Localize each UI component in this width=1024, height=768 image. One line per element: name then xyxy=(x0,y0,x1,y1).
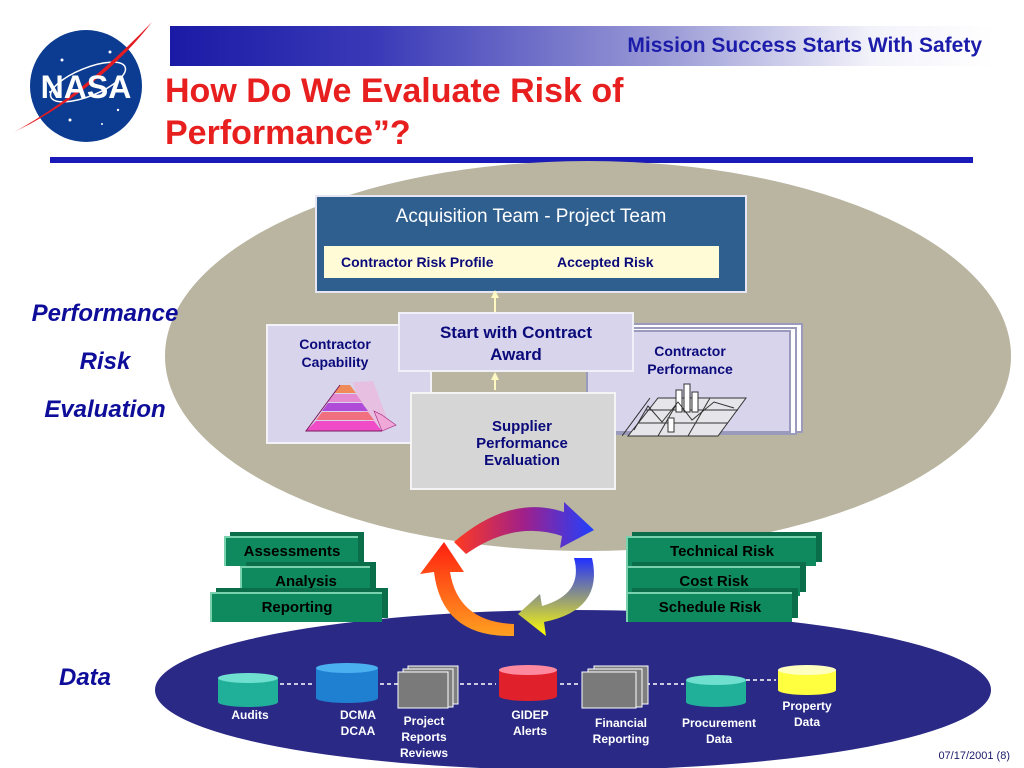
connector-arrows xyxy=(491,290,499,390)
svg-text:NASA: NASA xyxy=(41,69,132,105)
project-reports-doc-icon xyxy=(397,665,459,709)
start-title: Start with Contract Award xyxy=(439,323,593,364)
accepted-risk-label: Accepted Risk xyxy=(557,254,654,270)
title-divider xyxy=(50,157,973,163)
financial-reporting-doc-icon xyxy=(581,665,649,709)
page-title: How Do We Evaluate Risk of Performance”? xyxy=(165,70,805,154)
risk-profile-strip: Contractor Risk Profile Accepted Risk xyxy=(324,246,719,278)
tab-assessments: Assessments xyxy=(224,536,358,566)
performance-title: Contractor Performance xyxy=(647,343,733,377)
data-connectors xyxy=(280,679,776,685)
dcma-db-icon xyxy=(316,663,378,703)
audits-label: Audits xyxy=(231,708,269,722)
header-bar xyxy=(170,26,994,66)
financial-reporting-label: Financial Reporting xyxy=(592,716,650,746)
acquisition-team-box: Acquisition Team - Project Team Contract… xyxy=(315,195,747,293)
supplier-title: Supplier Performance Evaluation xyxy=(476,418,568,469)
property-db-icon xyxy=(778,665,836,695)
gidep-label: GIDEP Alerts xyxy=(511,708,549,738)
label-evaluation: Evaluation xyxy=(44,396,166,423)
pyramid-icon xyxy=(305,381,397,432)
gidep-db-icon xyxy=(499,665,557,701)
tab-analysis: Analysis xyxy=(240,566,370,596)
label-performance: Performance xyxy=(31,300,179,327)
cycle-arrows-icon xyxy=(420,502,594,637)
tab-schedule-risk: Schedule Risk xyxy=(626,592,792,622)
footer-date: 07/17/2001 (8) xyxy=(938,750,1010,762)
performance-chart-icon xyxy=(622,383,747,437)
tab-cost-risk: Cost Risk xyxy=(626,566,800,596)
nasa-logo-icon: NASA xyxy=(14,22,152,142)
start-contract-award-box: Start with Contract Award xyxy=(398,312,634,372)
procurement-db-icon xyxy=(686,675,746,707)
title-line-1: How Do We Evaluate Risk of xyxy=(165,72,624,110)
supplier-evaluation-box: Supplier Performance Evaluation xyxy=(410,392,616,490)
label-risk: Risk xyxy=(79,348,131,375)
audits-db-icon xyxy=(218,673,278,707)
capability-title: Contractor Capability xyxy=(299,336,371,370)
acquisition-team-title: Acquisition Team - Project Team xyxy=(395,206,667,227)
dcma-label: DCMA DCAA xyxy=(340,708,376,738)
data-ellipse xyxy=(155,610,991,768)
tab-technical-risk: Technical Risk xyxy=(626,536,816,566)
contractor-risk-profile-label: Contractor Risk Profile xyxy=(341,254,494,270)
project-reports-label: Project Reports Reviews xyxy=(399,714,449,760)
tab-reporting: Reporting xyxy=(210,592,382,622)
label-data: Data xyxy=(58,664,112,691)
property-label: Property Data xyxy=(782,699,832,729)
title-line-2: Performance”? xyxy=(165,114,411,152)
banner-text: Mission Success Starts With Safety xyxy=(627,34,982,57)
procurement-label: Procurement Data xyxy=(681,716,757,746)
